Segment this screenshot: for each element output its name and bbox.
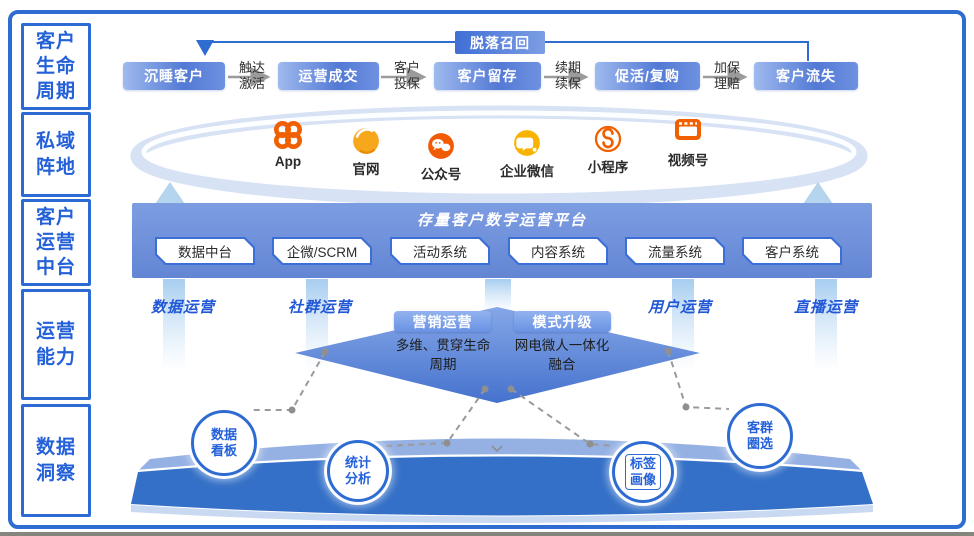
digital-operation-platform: 存量客户数字运营平台 数据中台 企微/SCRM 活动系统 内容系统 流量系统 客… — [132, 203, 872, 278]
video-channel-icon — [670, 112, 706, 148]
stage-dormant-customer: 沉睡客户 — [123, 62, 225, 90]
stage-customer-churn: 客户流失 — [754, 62, 858, 90]
system-traffic: 流量系统 — [625, 237, 725, 265]
channel-label: App — [274, 154, 302, 169]
system-data-middle-platform: 数据中台 — [155, 237, 255, 265]
channel-label: 视频号 — [667, 153, 709, 168]
system-label: 活动系统 — [392, 239, 488, 263]
stage-customer-retention: 客户留存 — [434, 62, 541, 90]
capability-community-operation: 社群运营 — [287, 299, 352, 316]
sidebar-item-data-insight: 数据 洞察 — [21, 404, 91, 517]
mini-program-icon — [592, 123, 624, 155]
wechat-official-account-icon — [425, 130, 457, 162]
diamond-desc-lifecycle: 多维、贯穿生命 周期 — [395, 338, 491, 373]
connector-dots — [288, 347, 690, 448]
sidebar-item-customer-lifecycle: 客户 生命 周期 — [21, 23, 91, 110]
up-arrow-icons — [155, 182, 833, 204]
circle-customer-segment: 客群 圈选 — [727, 403, 793, 469]
channel-wecom: 企业微信 — [487, 127, 567, 180]
stage-operation-deal: 运营成交 — [278, 62, 379, 90]
transition-renewal: 续期 续保 — [554, 60, 581, 91]
platform-title: 存量客户数字运营平台 — [416, 212, 587, 229]
outer-border-frame — [8, 10, 966, 529]
tag-frame: 标签 画像 — [624, 453, 661, 491]
capability-live-operation: 直播运营 — [793, 299, 858, 316]
circle-tag-profile: 标签 画像 — [612, 441, 674, 503]
channel-video-account: 视频号 — [648, 112, 728, 169]
circle-data-dashboard: 数据 看板 — [191, 410, 257, 476]
channel-label: 公众号 — [420, 167, 462, 182]
wecom-icon — [511, 127, 543, 159]
sidebar-item-private-domain: 私域 阵地 — [21, 112, 91, 197]
badge-mode-upgrade: 模式升级 — [514, 311, 611, 332]
globe-icon — [350, 125, 382, 157]
diamond-desc-integration: 网电微人一体化 融合 — [514, 338, 610, 373]
system-wecom-scrm: 企微/SCRM — [272, 237, 372, 265]
circle-statistic-analysis: 统计 分析 — [327, 440, 389, 502]
channel-label: 小程序 — [587, 160, 629, 175]
recall-banner: 脱落召回 — [455, 31, 545, 54]
data-insight-platform — [131, 438, 873, 523]
system-content: 内容系统 — [508, 237, 608, 265]
channel-official-account: 公众号 — [401, 130, 481, 183]
channel-label: 企业微信 — [500, 164, 554, 179]
transition-reach-activate: 触达 激活 — [238, 60, 265, 91]
system-label: 客户系统 — [744, 239, 840, 263]
system-label: 企微/SCRM — [274, 239, 370, 263]
system-label: 内容系统 — [510, 239, 606, 263]
sidebar-item-ops-capability: 运营 能力 — [21, 289, 91, 400]
system-label: 数据中台 — [157, 239, 253, 263]
app-grid-icon — [270, 117, 306, 153]
transition-addcover-claim: 加保 理赔 — [713, 60, 740, 91]
private-domain-ellipse — [130, 105, 868, 207]
bottom-edge-strip — [0, 532, 974, 536]
sidebar-item-ops-middle-platform: 客户 运营 中台 — [21, 199, 91, 286]
system-activity: 活动系统 — [390, 237, 490, 265]
system-customer: 客户系统 — [742, 237, 842, 265]
channel-app: App — [248, 117, 328, 169]
capability-data-operation: 数据运营 — [150, 299, 215, 316]
stage-reactivation-repurchase: 促活/复购 — [595, 62, 700, 90]
channel-label: 官网 — [352, 162, 380, 177]
channel-website: 官网 — [326, 125, 406, 178]
system-label: 流量系统 — [627, 239, 723, 263]
capability-user-operation: 用户运营 — [647, 299, 712, 316]
transition-customer-insure: 客户 投保 — [393, 60, 420, 91]
channel-mini-program: 小程序 — [568, 123, 648, 176]
chevron-down-icon — [491, 445, 503, 453]
badge-marketing-operation: 营销运营 — [394, 311, 491, 332]
